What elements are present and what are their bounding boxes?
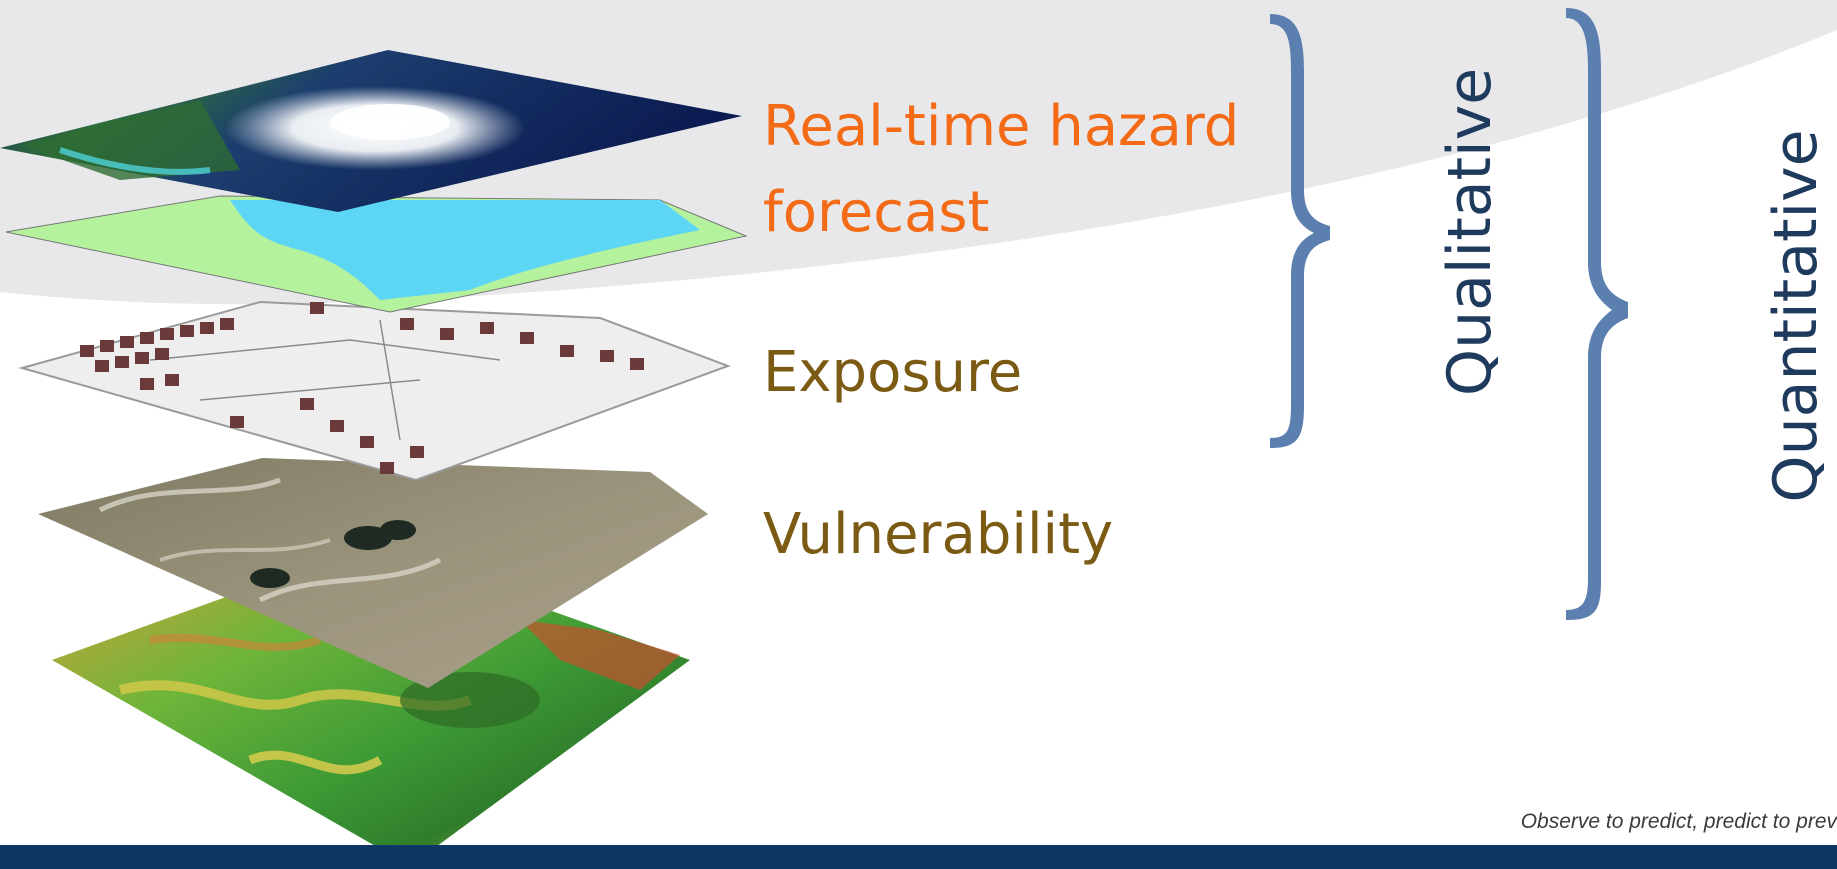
aerial-photo [38,458,708,688]
hazard-label-line2: forecast [763,180,990,245]
footer-tagline: Observe to predict, predict to prev [1520,810,1837,833]
building-footprints-3d [18,300,731,482]
hazard-label-line1: Real-time hazard [763,94,1240,159]
flood-extent-map [5,195,748,313]
qualitative-label: Qualitative [1435,67,1505,397]
vulnerability-label: Vulnerability [763,502,1114,567]
hazard-forecast-label: Real-time hazard forecast [763,84,1239,256]
hurricane-satellite-image [0,50,742,212]
quantitative-bracket [1566,8,1628,620]
footer-bar [0,845,1837,869]
elevation-terrain-map [52,590,690,866]
exposure-label: Exposure [763,340,1023,405]
quantitative-label: Quantitative [1761,129,1831,503]
qualitative-bracket [1270,14,1330,448]
